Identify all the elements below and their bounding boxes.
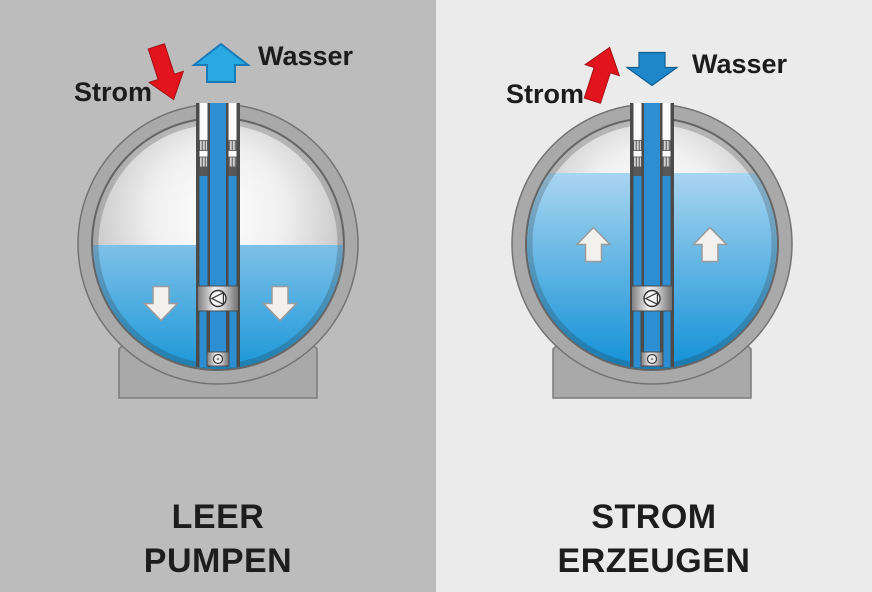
tank-right	[511, 41, 793, 399]
riser-pipe-right	[629, 102, 675, 368]
tank-left	[77, 40, 359, 399]
riser-pipe-left	[195, 102, 241, 368]
